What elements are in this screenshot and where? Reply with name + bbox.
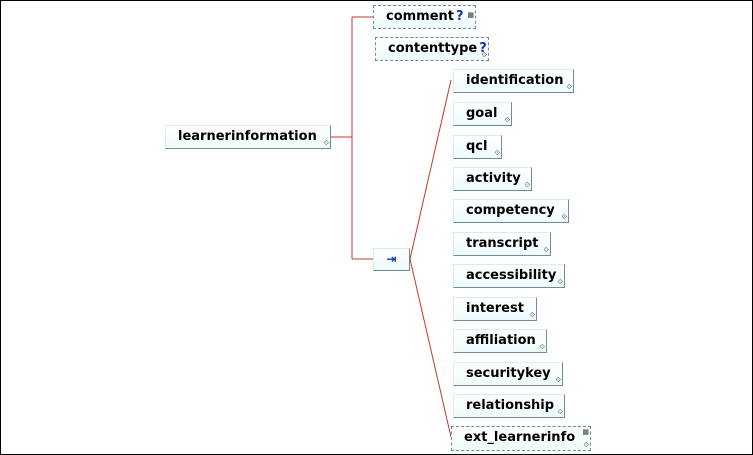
child-label: competency (466, 203, 555, 218)
root-label: learnerinformation (178, 129, 317, 144)
occurrence-optional-icon: ? (456, 9, 464, 24)
fan-line-bottom (409, 258, 452, 438)
child-label: activity (466, 171, 521, 186)
root-node[interactable]: learnerinformation ⟐ (165, 125, 331, 149)
child-node-qcl[interactable]: qcl ⟐ (453, 135, 502, 159)
child-label: affiliation (466, 333, 536, 348)
child-label: ext_learnerinfo (464, 430, 576, 445)
contenttype-node[interactable]: contenttype? ⟐ (375, 37, 489, 61)
expand-icon[interactable]: ⟐ (561, 213, 567, 221)
expand-icon[interactable]: ⟐ (524, 181, 530, 189)
child-node-accessibility[interactable]: accessibility ⟐ (453, 264, 565, 288)
child-label: interest (466, 301, 524, 316)
expand-icon[interactable]: ⟐ (323, 139, 329, 147)
contenttype-label: contenttype (388, 41, 478, 56)
child-node-activity[interactable]: activity ⟐ (453, 167, 532, 191)
attribute-grid-icon[interactable]: ▦ (467, 11, 474, 19)
child-label: accessibility (466, 268, 557, 283)
child-label: transcript (466, 236, 539, 251)
expand-icon[interactable]: ⟐ (481, 51, 487, 59)
child-node-securitykey[interactable]: securitykey ⟐ (453, 362, 563, 386)
expand-icon[interactable]: ⟐ (504, 116, 510, 124)
expand-icon[interactable]: ⟐ (583, 441, 589, 449)
fan-line-top (409, 79, 452, 260)
expand-icon[interactable]: ⟐ (566, 83, 572, 91)
expand-icon[interactable]: ⟐ (557, 278, 563, 286)
expand-icon[interactable]: ⟐ (543, 246, 549, 254)
comment-label: comment (386, 9, 455, 24)
choice-compositor[interactable]: ⇥ (373, 248, 410, 271)
child-label: securitykey (466, 366, 551, 381)
comment-node[interactable]: comment? ▦ (373, 5, 476, 29)
expand-icon[interactable]: ⟐ (539, 343, 545, 351)
child-node-affiliation[interactable]: affiliation ⟐ (453, 329, 547, 353)
expand-icon[interactable]: ⟐ (555, 376, 561, 384)
child-node-relationship[interactable]: relationship ⟐ (453, 394, 565, 418)
child-node-goal[interactable]: goal ⟐ (453, 102, 512, 126)
child-node-identification[interactable]: identification ⟐ (453, 69, 574, 93)
occurrence-optional-icon: ? (479, 41, 487, 56)
child-label: qcl (466, 139, 488, 154)
child-node-ext-learnerinfo[interactable]: ext_learnerinfo ▦ ⟐ (451, 426, 591, 451)
expand-icon[interactable]: ⟐ (529, 311, 535, 319)
choice-icon: ⇥ (386, 252, 397, 266)
child-node-interest[interactable]: interest ⟐ (453, 297, 537, 321)
child-label: identification (466, 73, 564, 88)
expand-icon[interactable]: ⟐ (557, 408, 563, 416)
child-node-transcript[interactable]: transcript ⟐ (453, 232, 551, 256)
child-label: relationship (466, 398, 555, 413)
expand-icon[interactable]: ⟐ (494, 149, 500, 157)
attribute-grid-icon[interactable]: ▦ (582, 428, 589, 436)
child-label: goal (466, 106, 498, 121)
child-node-competency[interactable]: competency ⟐ (453, 199, 569, 223)
